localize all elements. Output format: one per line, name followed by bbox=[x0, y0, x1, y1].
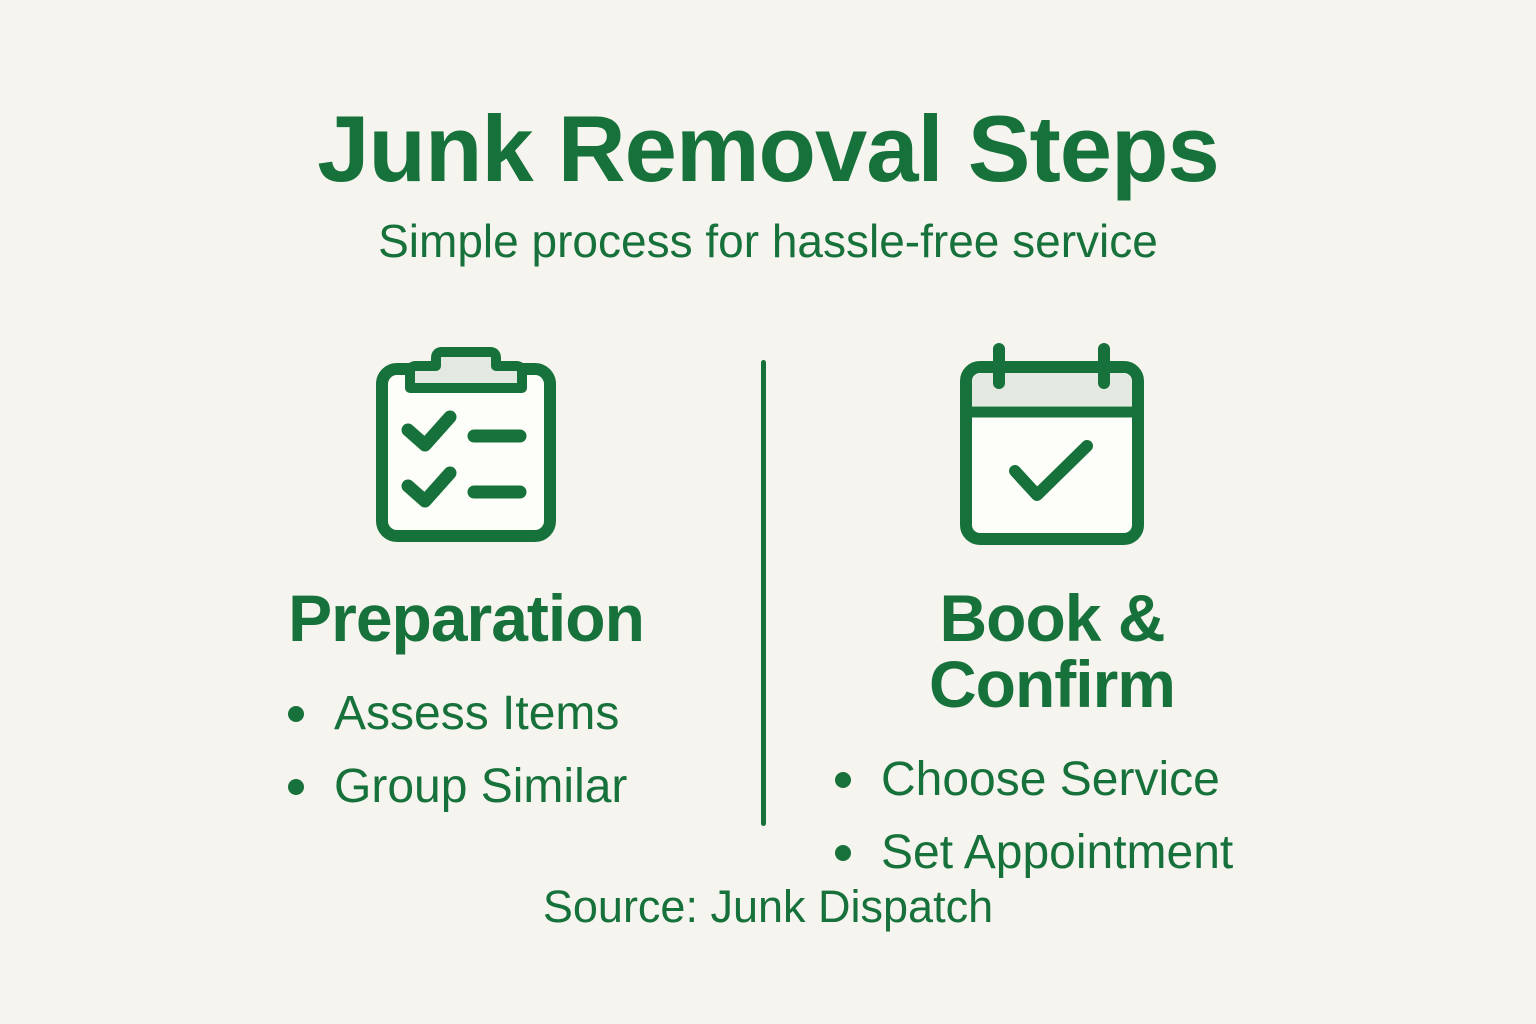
bullet-dot bbox=[835, 771, 851, 788]
column-heading-preparation: Preparation bbox=[288, 581, 645, 655]
page-title: Junk Removal Steps bbox=[317, 96, 1219, 201]
bullet-dot bbox=[835, 844, 851, 861]
list-item: Assess Items bbox=[288, 677, 696, 750]
column-preparation: Preparation Assess Items Group Similar bbox=[236, 340, 696, 823]
list-item: Set Appointment bbox=[835, 816, 1282, 889]
clipboard-checklist-icon bbox=[236, 340, 696, 555]
list-item: Group Similar bbox=[288, 750, 696, 823]
list-item-label: Choose Service bbox=[881, 752, 1220, 806]
preparation-list: Assess Items Group Similar bbox=[288, 677, 696, 823]
column-heading-book-confirm: Book & Confirm bbox=[929, 581, 1176, 721]
source-caption: Source: Junk Dispatch bbox=[542, 881, 994, 932]
list-item-label: Set Appointment bbox=[881, 825, 1234, 879]
page-subtitle: Simple process for hassle-free service bbox=[378, 215, 1158, 267]
column-divider bbox=[761, 360, 766, 826]
book-confirm-list: Choose Service Set Appointment bbox=[835, 743, 1282, 889]
list-item: Choose Service bbox=[835, 743, 1282, 816]
bullet-dot bbox=[288, 705, 304, 722]
list-item-label: Group Similar bbox=[334, 759, 628, 813]
column-book-confirm: Book & Confirm Choose Service Set Appoin… bbox=[822, 340, 1282, 889]
calendar-check-icon bbox=[822, 340, 1282, 555]
list-item-label: Assess Items bbox=[334, 686, 620, 740]
bullet-dot bbox=[288, 778, 304, 795]
